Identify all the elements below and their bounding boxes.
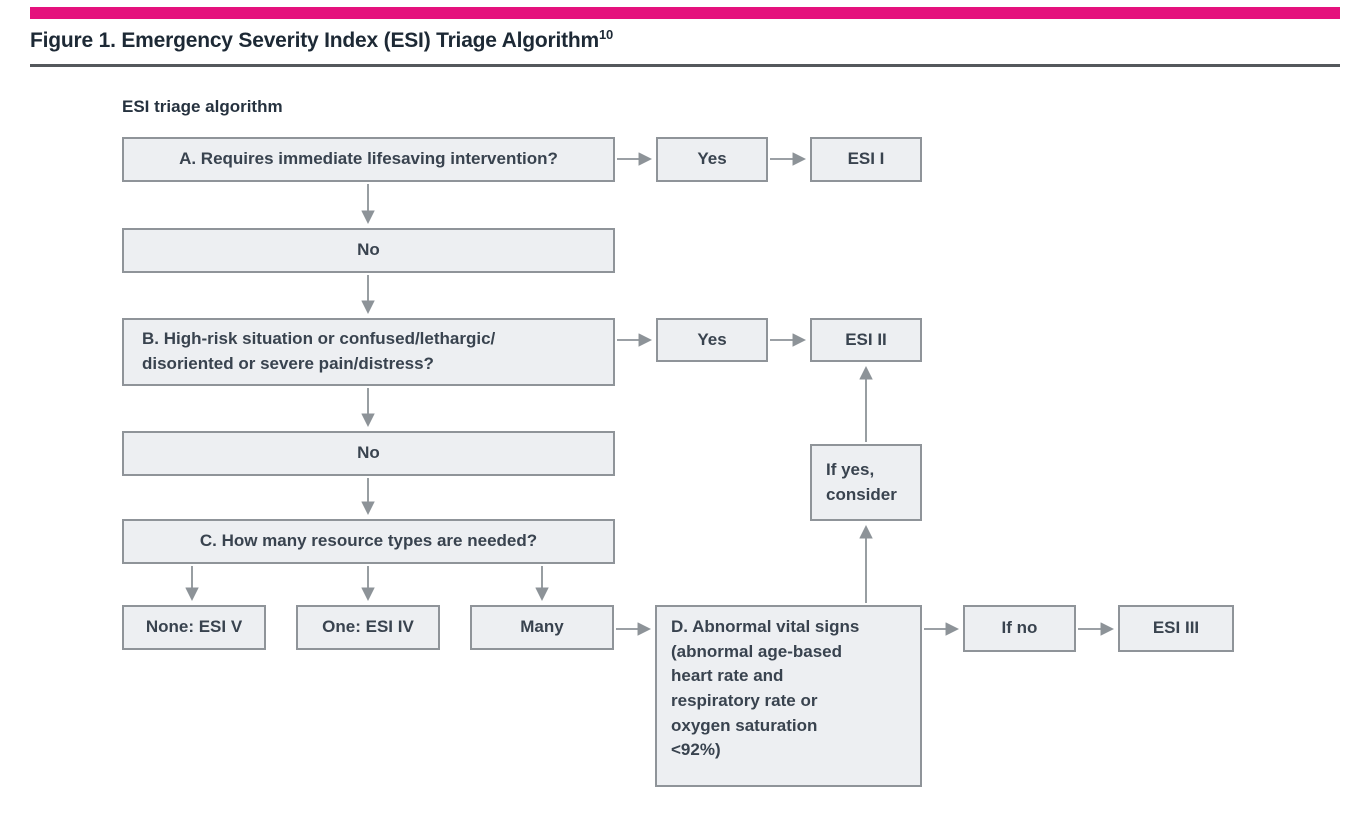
node-many: Many bbox=[470, 605, 614, 650]
node-no-2: No bbox=[122, 431, 615, 476]
node-if-no: If no bbox=[963, 605, 1076, 652]
accent-bar bbox=[30, 7, 1340, 19]
node-yes-b: Yes bbox=[656, 318, 768, 362]
node-step-b: B. High-risk situation or confused/letha… bbox=[122, 318, 615, 386]
title-rule bbox=[30, 64, 1340, 67]
node-none-esi-5: None: ESI V bbox=[122, 605, 266, 650]
node-esi-1: ESI I bbox=[810, 137, 922, 182]
node-if-yes-consider: If yes, consider bbox=[810, 444, 922, 521]
figure-title-superscript: 10 bbox=[599, 27, 614, 42]
node-step-c: C. How many resource types are needed? bbox=[122, 519, 615, 564]
node-step-d: D. Abnormal vital signs (abnormal age-ba… bbox=[655, 605, 922, 787]
node-esi-2: ESI II bbox=[810, 318, 922, 362]
diagram-caption: ESI triage algorithm bbox=[122, 97, 283, 116]
node-no-1: No bbox=[122, 228, 615, 273]
node-esi-3: ESI III bbox=[1118, 605, 1234, 652]
node-step-a: A. Requires immediate lifesaving interve… bbox=[122, 137, 615, 182]
node-one-esi-4: One: ESI IV bbox=[296, 605, 440, 650]
figure-title-text: Figure 1. Emergency Severity Index (ESI)… bbox=[30, 29, 599, 52]
figure-title: Figure 1. Emergency Severity Index (ESI)… bbox=[30, 27, 613, 53]
node-yes-a: Yes bbox=[656, 137, 768, 182]
